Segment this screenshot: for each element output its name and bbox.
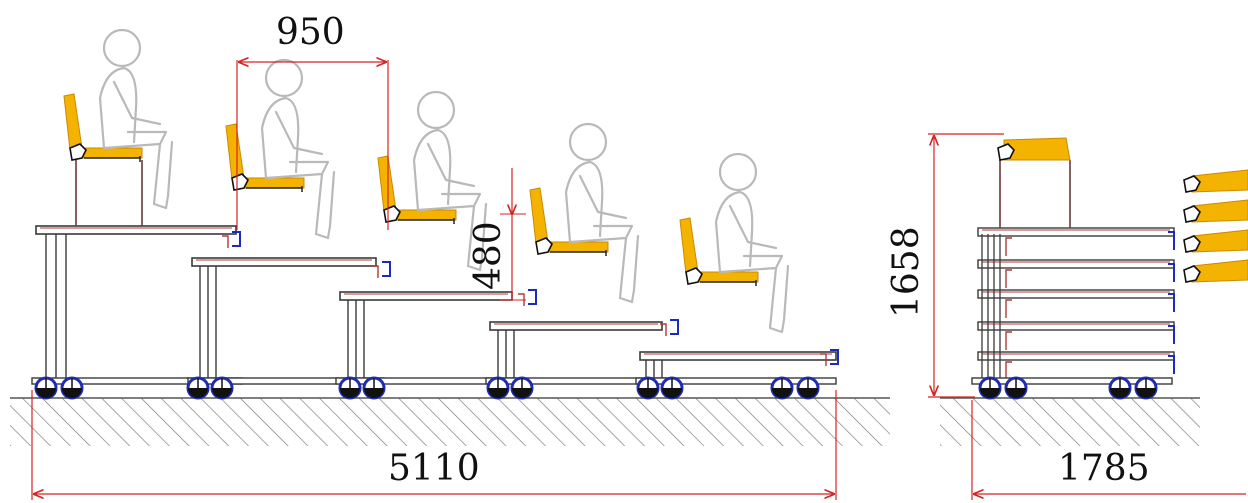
dim-retracted-length: 1785 bbox=[971, 400, 1246, 500]
wheel bbox=[796, 376, 820, 400]
wheel bbox=[60, 376, 84, 400]
seat-bracket bbox=[1183, 235, 1201, 253]
tier bbox=[31, 28, 243, 400]
seat-bracket bbox=[1183, 265, 1201, 283]
step-height-label: 480 bbox=[468, 221, 509, 290]
stacked-bracket bbox=[1168, 355, 1175, 374]
wheel bbox=[338, 376, 362, 400]
row-spacing-label: 950 bbox=[276, 12, 345, 53]
stacked-riser bbox=[1005, 331, 1012, 350]
dim-step-height: 480 bbox=[468, 168, 526, 301]
seat-bracket bbox=[997, 143, 1015, 161]
stacked-bracket bbox=[1168, 293, 1175, 312]
wheel bbox=[1134, 376, 1158, 400]
wheel bbox=[34, 376, 58, 400]
tier bbox=[186, 58, 391, 400]
stacked-riser bbox=[1005, 237, 1012, 256]
stacked-bracket bbox=[1168, 231, 1175, 250]
stacked-bracket bbox=[1168, 263, 1175, 282]
stacked-riser bbox=[1005, 361, 1012, 380]
seat-bracket bbox=[1183, 205, 1201, 223]
stacked-deck bbox=[977, 321, 1175, 331]
wheel bbox=[510, 376, 534, 400]
seat bbox=[225, 123, 305, 192]
stacked-deck bbox=[977, 259, 1175, 269]
folded-seat bbox=[1191, 169, 1248, 193]
wheel bbox=[486, 376, 510, 400]
wheel bbox=[978, 376, 1002, 400]
tier bbox=[635, 152, 839, 400]
dim-row-spacing: 950 bbox=[236, 12, 389, 230]
wheel bbox=[362, 376, 386, 400]
seat bbox=[529, 187, 609, 256]
seated-person bbox=[564, 122, 640, 304]
folded-seat bbox=[1191, 229, 1248, 253]
seat bbox=[63, 93, 143, 162]
stack-base bbox=[971, 377, 1173, 385]
extended-length-label: 5110 bbox=[388, 448, 480, 489]
seated-person bbox=[98, 28, 174, 210]
wheel bbox=[1004, 376, 1028, 400]
wheel bbox=[770, 376, 794, 400]
retracted-length-label: 1785 bbox=[1058, 448, 1150, 489]
stacked-deck bbox=[977, 289, 1175, 299]
wheel bbox=[210, 376, 234, 400]
folded-seat bbox=[1191, 199, 1248, 223]
retracted-stack bbox=[971, 137, 1248, 400]
stacked-bracket bbox=[1168, 325, 1175, 344]
stacked-deck bbox=[977, 227, 1175, 237]
wheel bbox=[636, 376, 660, 400]
ground-right bbox=[940, 397, 1200, 446]
wheel bbox=[660, 376, 684, 400]
ground-left bbox=[10, 397, 890, 446]
seated-person bbox=[412, 90, 488, 272]
stacked-riser bbox=[1005, 299, 1012, 318]
stacked-deck bbox=[977, 351, 1175, 361]
wheel bbox=[186, 376, 210, 400]
dim-extended-length: 5110 bbox=[31, 390, 837, 500]
seat-bracket bbox=[1183, 175, 1201, 193]
seat bbox=[679, 217, 759, 286]
extended-tiers bbox=[31, 28, 839, 400]
stacked-riser bbox=[1005, 269, 1012, 288]
seated-person bbox=[714, 152, 790, 334]
wheel bbox=[1108, 376, 1132, 400]
folded-seat bbox=[1191, 259, 1248, 283]
seated-person bbox=[260, 58, 336, 240]
tier bbox=[485, 122, 679, 400]
dim-height: 1658 bbox=[886, 133, 1004, 398]
height-label: 1658 bbox=[886, 226, 927, 318]
